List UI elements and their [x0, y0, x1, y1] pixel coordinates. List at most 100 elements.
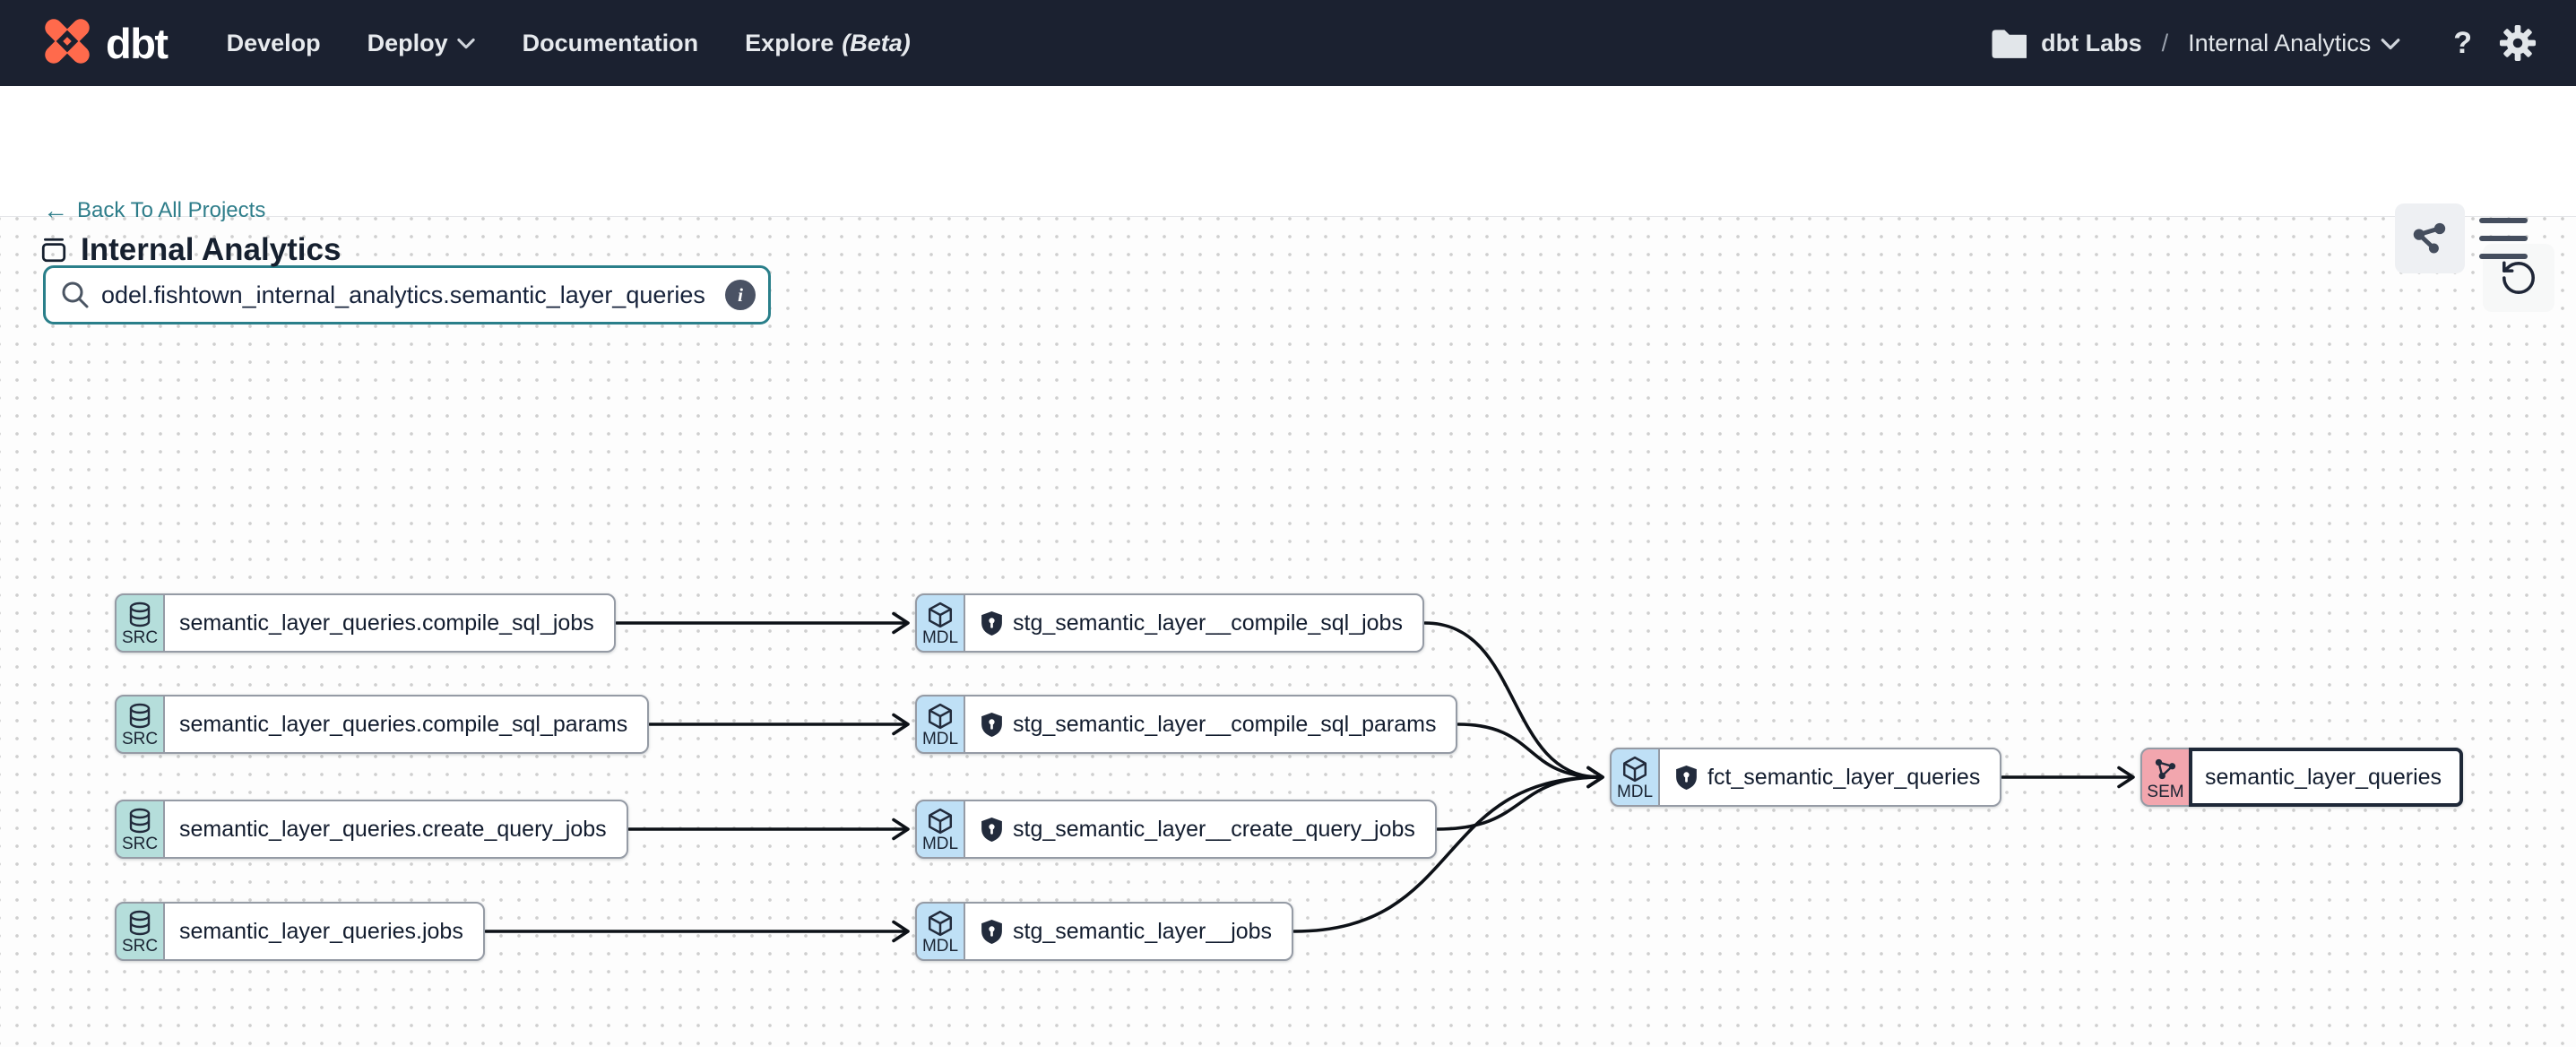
- nav-right: dbt Labs / Internal Analytics ?: [1991, 24, 2537, 62]
- shield-icon: [980, 610, 1004, 636]
- node-label: semantic_layer_queries.compile_sql_param…: [179, 711, 628, 737]
- back-to-projects-link[interactable]: ← Back To All Projects: [43, 198, 265, 223]
- badge-label: SRC: [121, 835, 159, 854]
- node-label: semantic_layer_queries.jobs: [179, 918, 463, 944]
- badge-label: SRC: [121, 730, 159, 749]
- nav-item-explore[interactable]: Explore (Beta): [745, 30, 911, 57]
- folder-icon: [1991, 28, 2027, 58]
- mdl-icon: [927, 601, 954, 628]
- graph-node-fct[interactable]: MDL fct_semantic_layer_queries: [1610, 748, 2002, 807]
- help-icon[interactable]: ?: [2453, 25, 2472, 60]
- project-icon: [39, 236, 68, 264]
- node-label: fct_semantic_layer_queries: [1707, 764, 1981, 790]
- search-icon: [60, 280, 91, 310]
- badge-label: MDL: [921, 628, 959, 648]
- badge-label: MDL: [921, 937, 959, 956]
- node-body: stg_semantic_layer__compile_sql_params: [964, 695, 1458, 754]
- nav-item-deploy[interactable]: Deploy: [367, 30, 476, 57]
- shield-icon: [980, 712, 1004, 738]
- search-input[interactable]: odel.fishtown_internal_analytics.semanti…: [43, 265, 771, 324]
- lineage-view-button[interactable]: [2395, 203, 2465, 273]
- menu-icon[interactable]: [2479, 218, 2528, 259]
- nav-item-develop[interactable]: Develop: [227, 30, 321, 57]
- chevron-down-icon: [2380, 37, 2401, 50]
- node-label: semantic_layer_queries: [2205, 764, 2442, 790]
- dbt-logo[interactable]: dbt: [39, 13, 169, 74]
- info-icon[interactable]: i: [725, 280, 756, 310]
- graph-node-stg4[interactable]: MDL stg_semantic_layer__jobs: [915, 902, 1294, 961]
- node-body: fct_semantic_layer_queries: [1658, 748, 2002, 807]
- nav-item-documentation[interactable]: Documentation: [523, 30, 699, 57]
- breadcrumb-project: Internal Analytics: [2188, 29, 2372, 56]
- mdl-badge: MDL: [1610, 748, 1660, 807]
- dbt-logo-icon: [39, 13, 95, 74]
- node-body: stg_semantic_layer__create_query_jobs: [964, 800, 1437, 859]
- node-body: stg_semantic_layer__jobs: [964, 902, 1294, 961]
- lineage-icon: [2413, 222, 2446, 254]
- node-body: semantic_layer_queries.compile_sql_param…: [163, 695, 650, 754]
- src-icon: [127, 703, 152, 730]
- src-icon: [127, 601, 152, 628]
- arrow-left-icon: ←: [43, 196, 68, 224]
- node-body: semantic_layer_queries.jobs: [163, 902, 485, 961]
- dbt-wordmark: dbt: [106, 19, 169, 67]
- top-nav: dbt Develop Deploy Documentation Explore (Be…: [0, 0, 2576, 86]
- search-value: odel.fishtown_internal_analytics.semanti…: [101, 281, 705, 308]
- sem-icon: [2152, 756, 2179, 783]
- gear-icon[interactable]: [2499, 24, 2537, 62]
- node-body: semantic_layer_queries.create_query_jobs: [163, 800, 628, 859]
- node-label: semantic_layer_queries.create_query_jobs: [179, 816, 607, 842]
- node-body: semantic_layer_queries.compile_sql_jobs: [163, 593, 616, 653]
- chevron-down-icon: [456, 37, 476, 49]
- node-label: stg_semantic_layer__compile_sql_params: [1013, 711, 1437, 737]
- badge-label: SRC: [121, 628, 159, 648]
- node-body: stg_semantic_layer__compile_sql_jobs: [964, 593, 1424, 653]
- breadcrumb-org[interactable]: dbt Labs: [2041, 29, 2142, 56]
- mdl-badge: MDL: [915, 593, 965, 653]
- badge-label: MDL: [921, 835, 959, 854]
- nav-menu: Develop Deploy Documentation Explore (Beta): [227, 30, 911, 57]
- back-link-label: Back To All Projects: [77, 198, 266, 222]
- rotate-ccw-icon: [2503, 261, 2535, 294]
- node-label: stg_semantic_layer__jobs: [1013, 918, 1273, 944]
- sem-badge: SEM: [2140, 748, 2191, 807]
- src-icon: [127, 910, 152, 937]
- mdl-icon: [1621, 756, 1648, 783]
- node-body: semantic_layer_queries: [2189, 748, 2464, 807]
- project-switcher[interactable]: Internal Analytics: [2188, 30, 2401, 57]
- page-title: Internal Analytics: [39, 232, 341, 268]
- shield-icon: [980, 817, 1004, 843]
- nav-item-label: Develop: [226, 29, 321, 56]
- mdl-icon: [927, 808, 954, 835]
- src-badge: SRC: [115, 593, 165, 653]
- nav-item-label: Deploy: [367, 29, 448, 56]
- graph-node-stg1[interactable]: MDL stg_semantic_layer__compile_sql_jobs: [915, 593, 1424, 653]
- breadcrumb-separator: /: [2161, 29, 2169, 56]
- beta-tag: (Beta): [842, 29, 911, 56]
- shield-icon: [1674, 765, 1699, 791]
- mdl-badge: MDL: [915, 902, 965, 961]
- src-badge: SRC: [115, 902, 165, 961]
- page-header: ← Back To All Projects Internal Analytic…: [0, 86, 2576, 273]
- graph-node-src2[interactable]: SRC semantic_layer_queries.compile_sql_pa…: [115, 695, 650, 754]
- graph-node-src4[interactable]: SRC semantic_layer_queries.jobs: [115, 902, 485, 961]
- shield-icon: [980, 919, 1004, 945]
- src-badge: SRC: [115, 800, 165, 859]
- badge-label: MDL: [921, 730, 959, 749]
- graph-node-src3[interactable]: SRC semantic_layer_queries.create_query_j…: [115, 800, 628, 859]
- badge-label: SRC: [121, 937, 159, 956]
- src-icon: [127, 808, 152, 835]
- node-label: stg_semantic_layer__create_query_jobs: [1013, 816, 1415, 842]
- mdl-icon: [927, 910, 954, 937]
- node-label: stg_semantic_layer__compile_sql_jobs: [1013, 610, 1403, 636]
- nav-item-label: Explore: [745, 29, 834, 56]
- graph-node-stg2[interactable]: MDL stg_semantic_layer__compile_sql_param…: [915, 695, 1458, 754]
- nav-item-label: Documentation: [522, 29, 699, 56]
- mdl-badge: MDL: [915, 800, 965, 859]
- graph-node-stg3[interactable]: MDL stg_semantic_layer__create_query_jobs: [915, 800, 1437, 859]
- src-badge: SRC: [115, 695, 165, 754]
- graph-node-sem[interactable]: SEM semantic_layer_queries: [2140, 748, 2464, 807]
- page-title-text: Internal Analytics: [81, 232, 341, 267]
